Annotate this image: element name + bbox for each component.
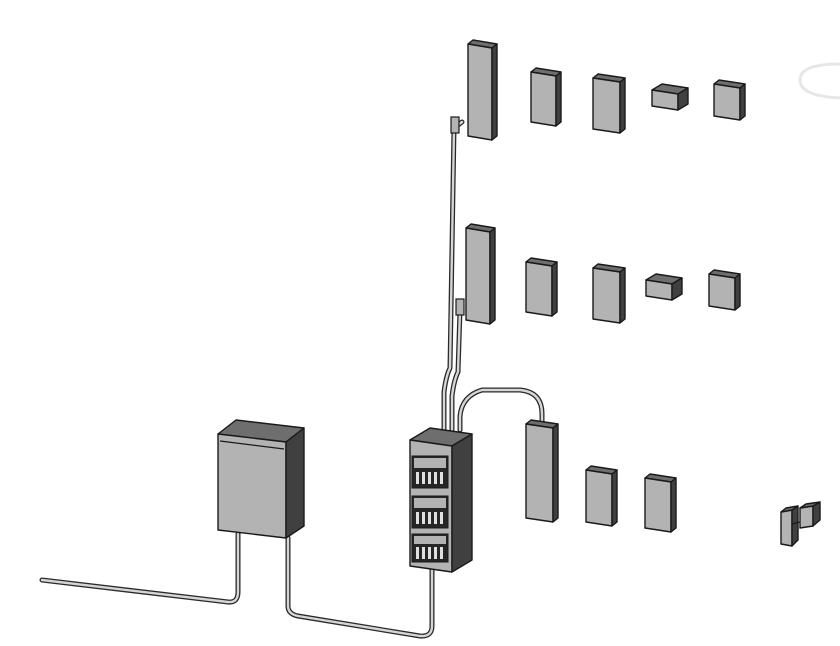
conduit-riser-middle xyxy=(449,307,463,433)
middle-small-box xyxy=(645,273,683,301)
conduit-layer xyxy=(39,116,545,639)
upper-row-devices xyxy=(467,39,746,141)
middle-row-devices xyxy=(465,223,741,325)
lower-bracket-fitting xyxy=(780,501,821,547)
middle-device-3 xyxy=(708,269,741,311)
distribution-cabinet xyxy=(409,427,473,573)
middle-tall-panel xyxy=(465,223,496,325)
conduit-service-feed xyxy=(39,531,241,605)
upper-device-3 xyxy=(713,79,746,121)
breaker-module-bottom xyxy=(411,533,449,563)
faint-edge-element xyxy=(798,62,840,100)
conduit-fitting-upper xyxy=(450,116,460,134)
upper-small-box xyxy=(651,83,689,111)
lower-device-2 xyxy=(644,473,677,533)
breaker-module-middle xyxy=(411,495,449,529)
main-electrical-panel xyxy=(217,419,305,539)
upper-device-2 xyxy=(592,73,626,134)
upper-tall-panel xyxy=(467,39,498,141)
lower-tall-panel xyxy=(525,419,559,523)
conduit-arc-lower xyxy=(457,387,545,433)
panel-door-seam xyxy=(219,440,285,450)
middle-device-1 xyxy=(525,257,558,317)
conduit-riser-upper xyxy=(441,119,465,433)
middle-device-2 xyxy=(592,263,626,324)
conduit-panel-to-cabinet xyxy=(285,535,435,639)
breaker-module-top xyxy=(411,455,449,489)
upper-device-1 xyxy=(530,67,562,127)
conduit-fitting-middle xyxy=(455,298,465,316)
lower-device-1 xyxy=(585,465,618,527)
lower-row-devices xyxy=(525,419,821,547)
